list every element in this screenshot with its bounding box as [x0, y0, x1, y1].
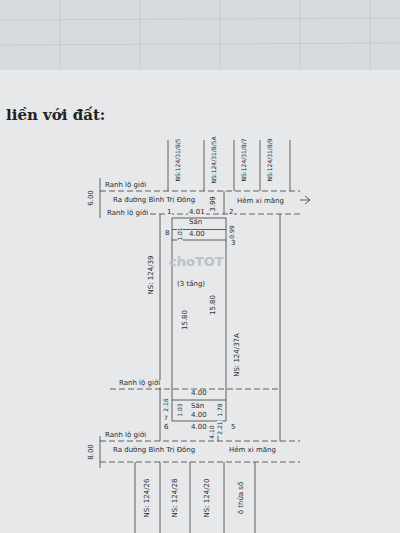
plot-label: 1.01: [177, 226, 183, 241]
plot-label: 4.00: [190, 412, 208, 419]
plot-label: Ra đường Bình Trị Đông: [112, 197, 196, 204]
plot-label: 1: [166, 209, 172, 216]
plot-label: 6.00: [88, 189, 95, 207]
plot-label: 1.03: [177, 402, 183, 417]
plot-label: Sân: [188, 219, 203, 226]
plot-label: Ranh lộ giới: [118, 380, 161, 387]
plot-label: Hẻm xi măng: [236, 198, 285, 205]
plot-label: 15.80: [182, 309, 189, 331]
plot-label: ô thửa số: [238, 481, 245, 516]
plot-label: 0.99: [229, 224, 235, 239]
plot-label: NS: 124/20: [204, 478, 211, 519]
plot-label: 3: [230, 240, 236, 247]
plot-label: Ranh lộ giới: [104, 432, 147, 439]
plot-label: NS: 124/28: [172, 478, 179, 519]
plot-label: 8.00: [88, 443, 95, 461]
plot-label: NS:124/31/8/9: [267, 137, 273, 182]
plot-label: Sân: [190, 403, 205, 410]
plot-label: 2: [228, 209, 234, 216]
plot-label: 4.10: [209, 424, 215, 439]
plot-label: 3.99: [210, 195, 217, 213]
plot-label: 8: [164, 230, 170, 237]
plot-label: Ranh lộ giới: [106, 210, 149, 217]
plot-label: 2.16: [163, 397, 169, 412]
plot-label: 7: [163, 415, 169, 421]
plot-label: 4.00: [190, 390, 208, 397]
plot-label: NS: 124/37A: [234, 332, 241, 378]
plot-label: 2.21: [217, 420, 223, 435]
plot-label: 4.01: [188, 209, 206, 216]
plot-label: 4.00: [190, 424, 208, 431]
heading: liền với đất:: [6, 106, 105, 124]
plot-label: NS: 124/39: [148, 255, 155, 296]
plot-label: 5: [230, 424, 236, 431]
plot-label: NS:124/31/8/5: [175, 137, 181, 182]
watermark: choTOT: [168, 255, 225, 269]
plot-label: NS:124/31/8/5A: [211, 135, 217, 184]
plot-label: Hẻm xi măng: [228, 447, 277, 454]
plot-label: (3 tầng): [176, 281, 206, 288]
plot-label: 4.00: [188, 231, 206, 238]
plot-label: 1.78: [217, 402, 223, 417]
plot-label: 15.80: [210, 294, 217, 316]
plot-label: 6: [163, 424, 169, 431]
plot-label: Ranh lộ giới: [104, 182, 147, 189]
plot-label: NS:124/31/8/7: [241, 137, 247, 182]
plot-label: NS: 124/26: [144, 478, 151, 519]
plot-label: Ra đường Bình Trị Đông: [112, 447, 196, 454]
